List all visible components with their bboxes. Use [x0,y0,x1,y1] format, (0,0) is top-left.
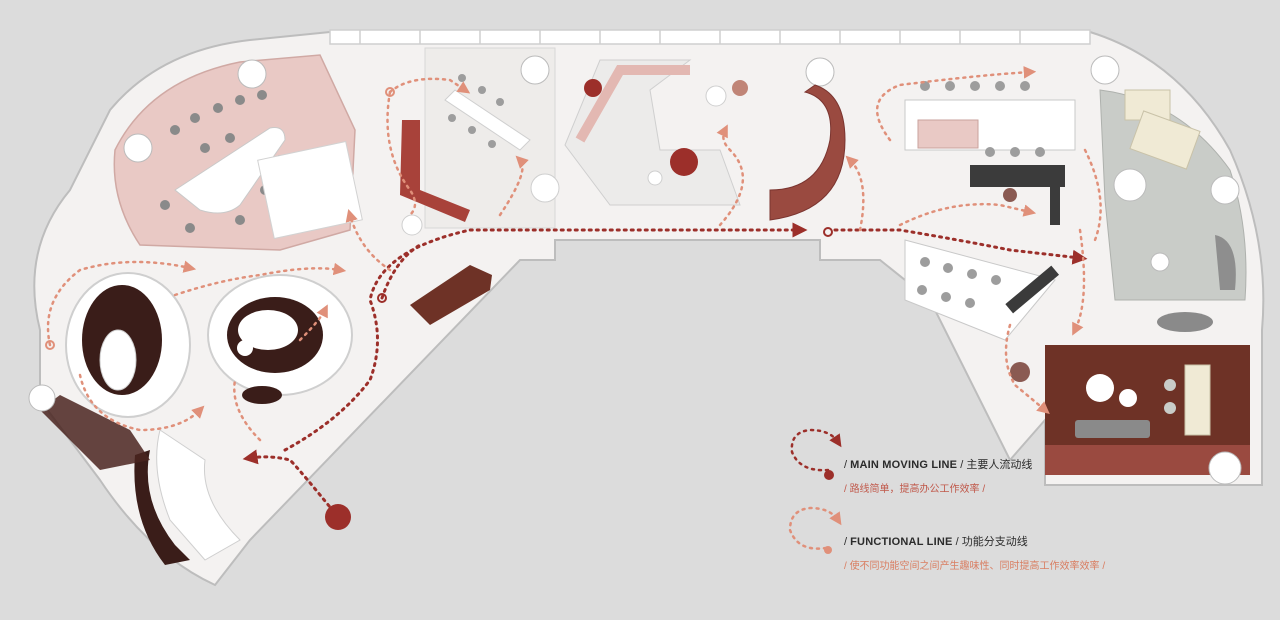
legend-main-moving-line: / MAIN MOVING LINE / 主要人流动线 / 路线简单，提高办公工… [844,456,1032,495]
phone-pods [28,272,353,565]
curved-wall-sofa [769,84,846,221]
main-line-node-2 [823,227,833,237]
legend-main-title: / MAIN MOVING LINE / 主要人流动线 [844,459,1033,471]
legend-functional-label-en: FUNCTIONAL LINE [850,536,953,548]
lounge-bench [400,120,470,222]
main-line-node-1 [377,293,387,303]
central-sofa [410,265,492,325]
legend-functional-title: / FUNCTIONAL LINE / 功能分支动线 [844,536,1028,548]
manager-office [1090,55,1247,301]
legend-functional-note-line: / 使不同功能空间之间产生趣味性、同时提高工作效率效率 / [844,561,1106,572]
legend-main-note: 路线简单，提高办公工作效率 [849,484,980,495]
legend-functional-symbol [788,506,842,554]
main-moving-line [242,222,1088,519]
meeting-room [113,54,363,251]
functional-lines [46,66,1102,442]
legend-main-label-en: MAIN MOVING LINE [850,459,958,471]
functional-node-1 [45,340,55,350]
reception-lounge [1045,312,1250,485]
legend-main-note-line: / 路线简单，提高办公工作效率 / [844,484,986,495]
legend-main-symbol [790,428,842,480]
workstation-area-right [904,81,1076,382]
main-line-start [325,504,351,530]
legend-main-label-cn: 主要人流动线 [966,459,1033,471]
workstation-area-top [401,47,560,236]
functional-node-2 [385,87,395,97]
zigzag-partition [564,57,835,206]
legend-functional-note: 使不同功能空间之间产生趣味性、同时提高工作效率效率 [849,561,1100,572]
facade-ribs [329,29,1091,45]
legend-functional-line: / FUNCTIONAL LINE / 功能分支动线 / 使不同功能空间之间产生… [844,533,1105,572]
legend-functional-label-cn: 功能分支动线 [961,536,1028,548]
